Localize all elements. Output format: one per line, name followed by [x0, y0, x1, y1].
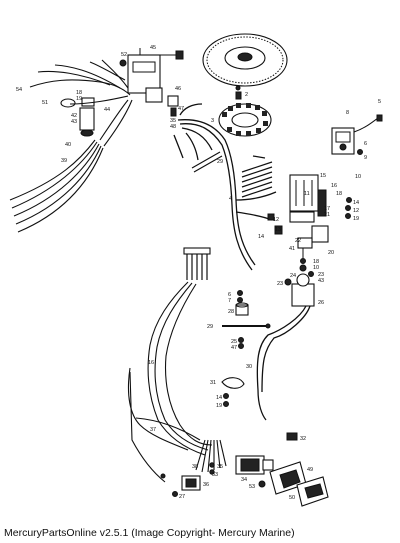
callout-10: 10 [355, 174, 361, 180]
callout-18: 18 [76, 90, 82, 96]
callout-12: 12 [273, 217, 279, 223]
callout-27: 27 [179, 494, 185, 500]
image-caption: MercuryPartsOnline v2.5.1 (Image Copyrig… [4, 527, 295, 539]
callout-35: 35 [217, 464, 223, 470]
callout-6: 6 [228, 292, 231, 298]
callout-29: 29 [207, 324, 213, 330]
callout-31: 31 [210, 380, 216, 386]
callout-34: 34 [241, 477, 247, 483]
callout-23: 23 [277, 281, 283, 287]
wiring-parts-diagram: 52 45 54 18 19 51 44 42 43 40 39 46 47 3… [9, 33, 383, 507]
plug-36 [181, 475, 201, 491]
callout-18: 18 [313, 259, 319, 265]
callout-8: 8 [346, 110, 349, 116]
switch-box [127, 48, 184, 103]
callout-21: 21 [324, 212, 330, 218]
upper-left-harness [29, 59, 131, 105]
callout-28: 28 [228, 309, 234, 315]
callout-39: 39 [61, 158, 67, 164]
callout-53: 53 [249, 484, 255, 490]
starter-solenoid [284, 248, 315, 307]
callout-43: 43 [71, 119, 77, 125]
callout-23: 23 [318, 272, 324, 278]
callout-35: 35 [170, 118, 176, 124]
callout-10: 10 [313, 265, 319, 271]
callout-19: 19 [353, 216, 359, 222]
callout-40: 40 [65, 142, 71, 148]
callout-49: 49 [307, 467, 313, 473]
flywheel [202, 33, 288, 87]
callout-16: 16 [331, 183, 337, 189]
callout-19: 19 [76, 96, 82, 102]
lead-29-upper [191, 151, 223, 173]
callout-20: 20 [328, 250, 334, 256]
callout-24: 24 [290, 273, 296, 279]
callout-11: 11 [304, 191, 310, 197]
callout-16: 16 [148, 360, 154, 366]
callout-5: 5 [378, 99, 381, 105]
callout-54: 54 [16, 87, 22, 93]
callout-25: 25 [231, 339, 237, 345]
left-lower-harness [9, 99, 133, 233]
part-32 [286, 432, 298, 441]
callout-3: 3 [211, 118, 214, 124]
screws-14 [223, 290, 244, 407]
callout-52: 52 [121, 52, 127, 58]
callout-43: 43 [318, 278, 324, 284]
callout-18: 18 [336, 191, 342, 197]
callout-19: 19 [216, 403, 222, 409]
callout-6: 6 [364, 141, 367, 147]
callout-29: 29 [217, 159, 223, 165]
callout-9: 9 [364, 155, 367, 161]
lower-harness [127, 281, 213, 483]
panel-plate [269, 461, 329, 507]
harness-connectors [241, 155, 273, 198]
callout-14: 14 [216, 395, 222, 401]
callout-14: 14 [353, 200, 359, 206]
callout-4: 4 [229, 196, 232, 202]
small-parts-upper-left [60, 59, 242, 137]
callout-38: 38 [192, 464, 198, 470]
callout-33: 33 [212, 472, 218, 478]
stator [218, 103, 272, 137]
callout-22: 22 [295, 238, 301, 244]
callout-37: 37 [150, 427, 156, 433]
callout-50: 50 [289, 495, 295, 501]
callout-12: 12 [353, 208, 359, 214]
callout-36: 36 [203, 482, 209, 488]
part-31-clip [221, 377, 245, 389]
callout-26: 26 [318, 300, 324, 306]
callout-15: 15 [320, 173, 326, 179]
coil-connector-block [183, 247, 211, 280]
callout-17: 17 [324, 206, 330, 212]
callout-46: 46 [175, 86, 181, 92]
callout-32: 32 [300, 436, 306, 442]
callout-30: 30 [246, 364, 252, 370]
callout-51: 51 [42, 100, 48, 106]
callout-14: 14 [258, 234, 264, 240]
callout-7: 7 [228, 298, 231, 304]
callout-47: 47 [178, 106, 184, 112]
battery-cable [256, 305, 311, 421]
lead-29-lower [222, 323, 271, 329]
callout-47: 47 [231, 345, 237, 351]
rectifier [331, 114, 383, 155]
callout-48: 48 [170, 124, 176, 130]
callout-13: 13 [275, 227, 281, 233]
callout-42: 42 [71, 113, 77, 119]
callout-41: 41 [289, 246, 295, 252]
callout-45: 45 [150, 45, 156, 51]
callout-2: 2 [245, 92, 248, 98]
callout-44: 44 [104, 107, 110, 113]
key-switch [235, 455, 274, 488]
callout-labels: 52 45 54 18 19 51 44 42 43 40 39 46 47 3… [16, 45, 381, 501]
part-28 [235, 302, 249, 316]
terminal-block [267, 174, 352, 249]
small-screws-lower [160, 462, 215, 497]
